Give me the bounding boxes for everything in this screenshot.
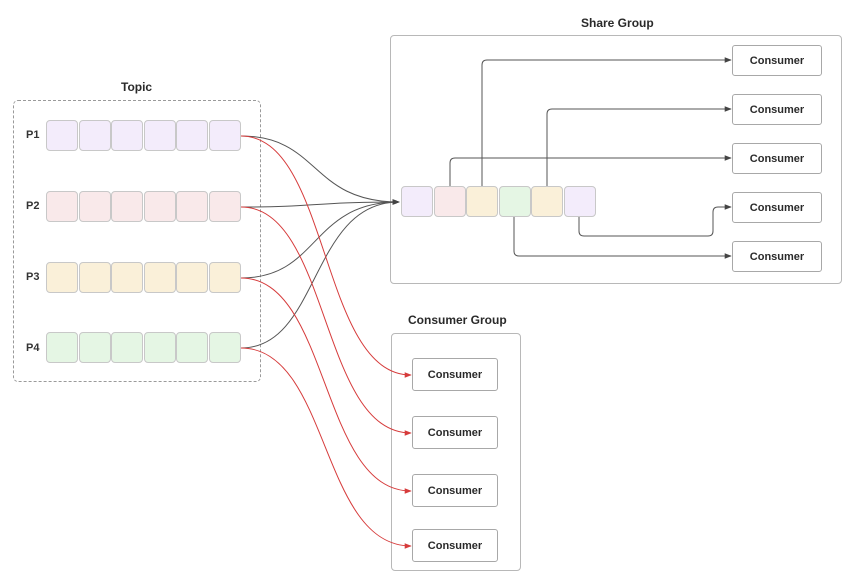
- share-queue-record: [433, 186, 466, 217]
- partition-label-p3: P3: [26, 271, 40, 283]
- partition-label-p2: P2: [26, 200, 40, 212]
- partition-p4-record: [208, 332, 241, 363]
- partition-p2-record: [143, 191, 176, 222]
- partition-p2-record: [78, 191, 111, 222]
- partition-p4-record: [78, 332, 111, 363]
- group-consumer[interactable]: Consumer: [412, 358, 498, 391]
- partition-p4-record: [46, 332, 78, 363]
- partition-label-p4: P4: [26, 342, 40, 354]
- partition-p3-record: [46, 262, 78, 293]
- partition-p4-record: [143, 332, 176, 363]
- share-queue-record: [498, 186, 531, 217]
- arrow-queue-to-share-consumer-2: [546, 106, 732, 186]
- arrow-p2-to-share-group: [240, 199, 400, 208]
- consumer-group-title: Consumer Group: [408, 313, 507, 327]
- partition-p2-record: [111, 191, 143, 222]
- arrow-p3-to-group-consumer-3: [240, 277, 412, 494]
- partition-p2-record: [208, 191, 241, 222]
- partition-p4-record: [111, 332, 143, 363]
- partition-p3-record: [143, 262, 176, 293]
- partition-p1-record: [78, 120, 111, 151]
- partition-p1-record: [176, 120, 208, 151]
- topic-container: [13, 100, 261, 382]
- partition-label-p1: P1: [26, 129, 40, 141]
- arrow-p3-to-share-group: [240, 199, 400, 279]
- partition-p3-record: [208, 262, 241, 293]
- partition-p3-record: [176, 262, 208, 293]
- partition-p3-record: [111, 262, 143, 293]
- arrow-queue-to-share-consumer-4: [578, 204, 732, 237]
- partition-p1-record: [46, 120, 78, 151]
- partition-p4-record: [176, 332, 208, 363]
- share-queue-record: [401, 186, 433, 217]
- share-consumer[interactable]: Consumer: [732, 192, 822, 223]
- partition-p2-record: [176, 191, 208, 222]
- share-queue-record: [563, 186, 596, 217]
- arrow-p2-to-group-consumer-2: [240, 206, 412, 436]
- arrow-p4-to-share-group: [240, 199, 400, 349]
- partition-p2-record: [46, 191, 78, 222]
- arrow-p4-to-group-consumer-4: [240, 347, 412, 549]
- arrow-queue-to-share-consumer-5: [513, 217, 732, 259]
- topic-title: Topic: [121, 80, 153, 94]
- group-consumer[interactable]: Consumer: [412, 416, 498, 449]
- share-queue-record: [531, 186, 563, 217]
- share-consumer[interactable]: Consumer: [732, 143, 822, 174]
- partition-p1-record: [111, 120, 143, 151]
- arrow-p1-to-share-group: [240, 135, 400, 205]
- share-consumer[interactable]: Consumer: [732, 241, 822, 272]
- partition-p1-record: [208, 120, 241, 151]
- partition-p3-record: [78, 262, 111, 293]
- share-consumer[interactable]: Consumer: [732, 94, 822, 125]
- share-group-title: Share Group: [581, 16, 654, 30]
- arrow-queue-to-share-consumer-3: [449, 155, 732, 186]
- share-consumer[interactable]: Consumer: [732, 45, 822, 76]
- share-queue-record: [466, 186, 498, 217]
- group-consumer[interactable]: Consumer: [412, 529, 498, 562]
- group-consumer[interactable]: Consumer: [412, 474, 498, 507]
- partition-p1-record: [143, 120, 176, 151]
- arrow-p1-to-group-consumer-1: [240, 135, 412, 378]
- arrow-queue-to-share-consumer-1: [481, 57, 732, 186]
